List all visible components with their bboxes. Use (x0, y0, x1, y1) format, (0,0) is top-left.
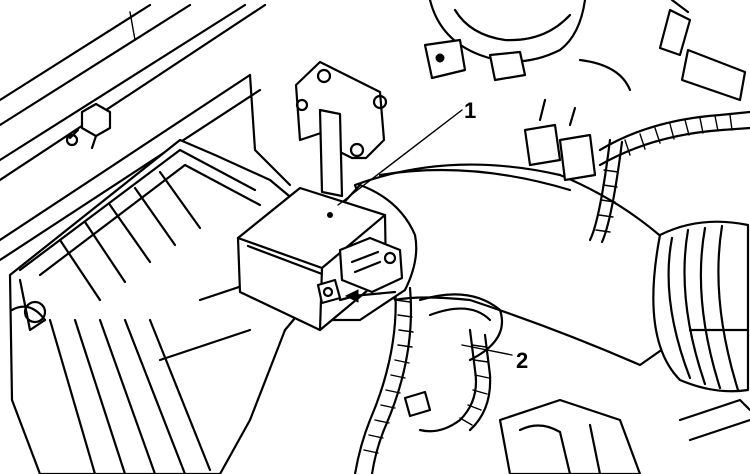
arrow-marker (344, 289, 397, 303)
mounting-bracket (294, 60, 388, 198)
callout-2-label: 2 (516, 348, 528, 373)
upper-right-pipe (423, 0, 632, 92)
hood-clip (65, 102, 112, 150)
upper-right-plug (658, 0, 747, 102)
harness-connector-right (523, 98, 597, 182)
callout-1-label: 1 (464, 98, 476, 123)
callout-2: 2 (461, 344, 528, 373)
callout-1: 1 (337, 98, 476, 206)
air-cleaner-housing (8, 138, 322, 474)
lower-harness (353, 283, 504, 474)
callout-1-leader (337, 109, 463, 206)
lower-bracket (498, 398, 750, 474)
wiring-harness (588, 110, 750, 244)
callout-2-leader (461, 344, 513, 356)
fender-panel (0, 3, 292, 262)
intake-duct (353, 163, 750, 393)
